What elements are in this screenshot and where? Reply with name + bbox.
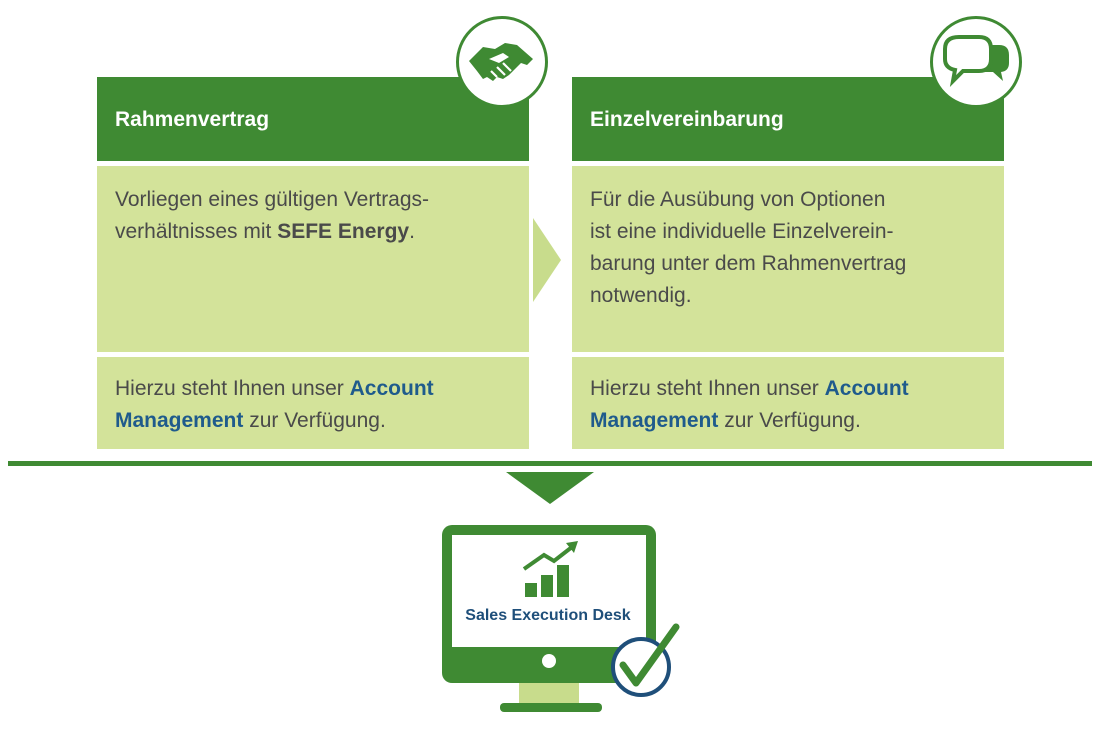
divider-line bbox=[8, 461, 1092, 466]
card-einzelvereinbarung: Einzelvereinbarung Für die Ausübung von … bbox=[572, 77, 1004, 449]
body-line: barung unter dem Rahmenvertrag bbox=[590, 252, 907, 275]
foot-text: Hierzu steht Ihnen unser bbox=[590, 377, 825, 400]
card-footer: Hierzu steht Ihnen unser Account Managem… bbox=[572, 357, 1004, 449]
card-rahmenvertrag: Rahmenvertrag Vorliegen eines gültigen V… bbox=[97, 77, 529, 449]
arrow-down-icon bbox=[506, 472, 594, 504]
card-footer: Hierzu steht Ihnen unser Account Managem… bbox=[97, 357, 529, 449]
card-title: Einzelvereinbarung bbox=[572, 77, 1004, 161]
body-line: verhältnisses mit SEFE Energy. bbox=[115, 216, 511, 248]
foot-text: Hierzu steht Ihnen unser bbox=[115, 377, 350, 400]
card-body: Für die Ausübung von Optionen ist eine i… bbox=[572, 166, 1004, 352]
handshake-icon bbox=[469, 43, 533, 81]
speech-bubbles-icon bbox=[943, 35, 1009, 87]
foot-line: Hierzu steht Ihnen unser Account bbox=[590, 373, 986, 405]
foot-line: Management zur Verfügung. bbox=[115, 405, 511, 437]
account-management-word1: Account bbox=[824, 377, 909, 400]
foot-line: Management zur Verfügung. bbox=[590, 405, 986, 437]
body-text: . bbox=[409, 220, 415, 243]
company-name: SEFE Energy bbox=[277, 220, 410, 243]
foot-text: zur Verfügung. bbox=[718, 409, 861, 432]
body-line: Für die Ausübung von Optionen bbox=[590, 188, 886, 211]
checkmark-icon bbox=[611, 623, 680, 697]
body-text: verhältnisses mit bbox=[115, 220, 278, 243]
sales-execution-desk-label: Sales Execution Desk bbox=[465, 607, 631, 624]
body-line: ist eine individuelle Einzelverein- bbox=[590, 220, 894, 243]
account-management-word2: Management bbox=[590, 409, 719, 432]
handshake-badge bbox=[456, 16, 548, 108]
account-management-word1: Account bbox=[349, 377, 434, 400]
account-management-word2: Management bbox=[115, 409, 244, 432]
monitor-icon bbox=[442, 525, 680, 712]
body-line: Vorliegen eines gültigen Vertrags- bbox=[115, 188, 430, 211]
foot-text: zur Verfügung. bbox=[243, 409, 386, 432]
card-title: Rahmenvertrag bbox=[97, 77, 529, 161]
card-body: Vorliegen eines gültigen Vertrags- verhä… bbox=[97, 166, 529, 352]
arrow-right-icon bbox=[533, 218, 561, 302]
foot-line: Hierzu steht Ihnen unser Account bbox=[115, 373, 511, 405]
growth-chart-icon bbox=[522, 541, 578, 597]
speech-badge bbox=[930, 16, 1022, 108]
body-line: notwendig. bbox=[590, 284, 692, 307]
